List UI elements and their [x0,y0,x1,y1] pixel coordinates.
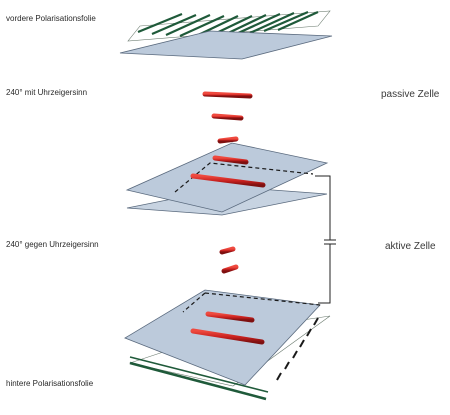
passive-cell-molecules [191,64,269,144]
front-polarizer-label: vordere Polarisationsfolie [6,14,96,23]
active-cell-glass [124,289,321,386]
front-polarizer-foil [127,10,331,42]
active-cell-molecules [219,228,239,274]
passive-cell-label: passive Zelle [381,89,440,100]
rear-polarizer-label: hintere Polarisationsfolie [6,379,94,388]
passive-cell-rear-glass [125,142,329,216]
switch-wire [315,175,336,304]
clockwise-label: 240° mit Uhrzeigersinn [6,88,88,97]
counterclockwise-label: 240° gegen Uhrzeigersinn [6,240,99,249]
passive-cell-front-glass [119,30,333,60]
active-cell-label: aktive Zelle [385,241,436,252]
